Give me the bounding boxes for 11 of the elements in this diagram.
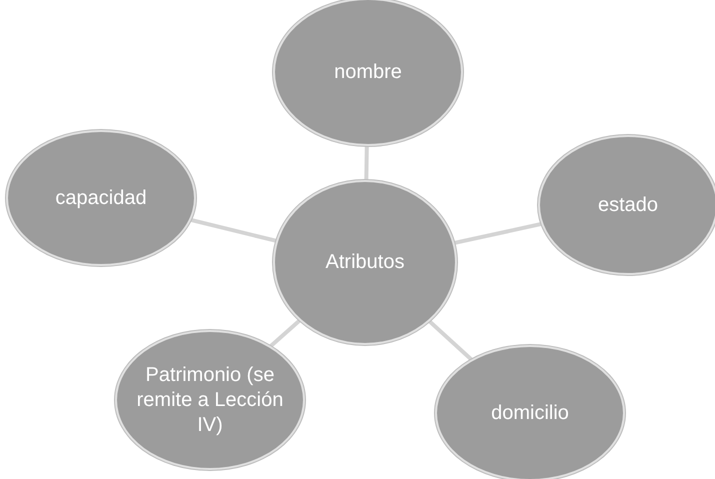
connector-line	[190, 218, 277, 243]
node-label: domicilio	[490, 400, 570, 426]
node-label: estado	[596, 192, 660, 218]
connector-line	[364, 146, 369, 180]
node-label: nombre	[333, 60, 403, 84]
connector-line	[454, 222, 542, 245]
node-label: Atributos	[324, 250, 406, 275]
connector-line	[428, 320, 473, 361]
node-label: Patrimonio (se remite a Lección IV)	[136, 362, 284, 438]
node-label: capacidad	[54, 186, 148, 210]
connector-line	[269, 319, 301, 348]
